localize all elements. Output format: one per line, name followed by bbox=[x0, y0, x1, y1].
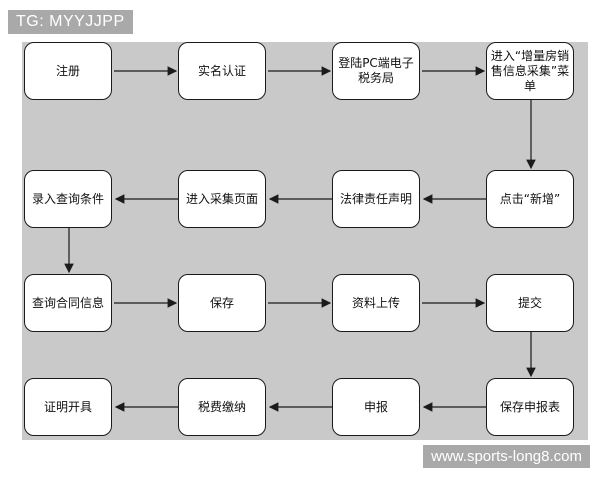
node-certificate: 证明开具 bbox=[24, 378, 112, 436]
node-pay-tax: 税费缴纳 bbox=[178, 378, 266, 436]
node-save-declaration: 保存申报表 bbox=[486, 378, 574, 436]
node-enter-menu: 进入“增量房销售信息采集”菜单 bbox=[486, 42, 574, 100]
node-legal-statement: 法律责任声明 bbox=[332, 170, 420, 228]
node-enter-collect-page: 进入采集页面 bbox=[178, 170, 266, 228]
node-login-pc: 登陆PC端电子税务局 bbox=[332, 42, 420, 100]
watermark-bottom: www.sports-long8.com bbox=[423, 445, 590, 468]
node-register: 注册 bbox=[24, 42, 112, 100]
node-upload: 资料上传 bbox=[332, 274, 420, 332]
node-save: 保存 bbox=[178, 274, 266, 332]
node-submit: 提交 bbox=[486, 274, 574, 332]
node-click-add: 点击“新增” bbox=[486, 170, 574, 228]
node-declare: 申报 bbox=[332, 378, 420, 436]
watermark-top: TG: MYYJJPP bbox=[8, 10, 133, 34]
node-enter-query: 录入查询条件 bbox=[24, 170, 112, 228]
node-query-contract: 查询合同信息 bbox=[24, 274, 112, 332]
node-real-name: 实名认证 bbox=[178, 42, 266, 100]
diagram-panel bbox=[22, 42, 588, 440]
